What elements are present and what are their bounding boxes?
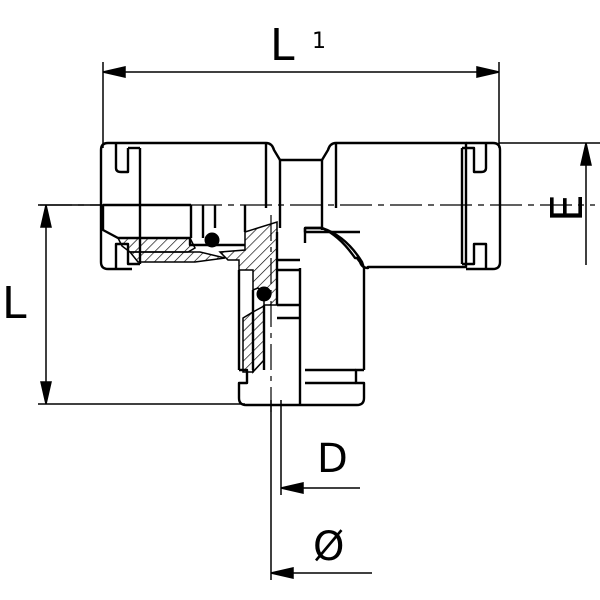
body-section xyxy=(218,220,278,306)
center-lines xyxy=(40,204,595,412)
o-ring-left xyxy=(204,232,220,248)
dimension-diameter-label: Ø xyxy=(313,524,344,570)
dimension-diameter xyxy=(270,400,372,580)
collet-wedge-branch xyxy=(252,304,265,374)
dimension-d-label: D xyxy=(317,436,348,482)
collet-section-left xyxy=(116,237,196,253)
dimension-d xyxy=(280,400,360,495)
o-ring-branch xyxy=(256,286,272,302)
o-rings xyxy=(204,232,272,302)
dimension-l1 xyxy=(102,62,500,148)
section-hatching xyxy=(116,220,278,374)
dimension-e-label: E xyxy=(542,194,593,222)
collet-wedge-left xyxy=(128,251,226,263)
dimension-l xyxy=(38,204,245,405)
collet-section-branch xyxy=(242,310,254,373)
fitting-body xyxy=(99,141,502,407)
dimension-l1-subscript: 1 xyxy=(312,29,326,54)
dimension-e xyxy=(499,142,600,265)
dimension-l-label: L xyxy=(2,278,27,329)
dimension-l1-label: L xyxy=(270,20,295,71)
